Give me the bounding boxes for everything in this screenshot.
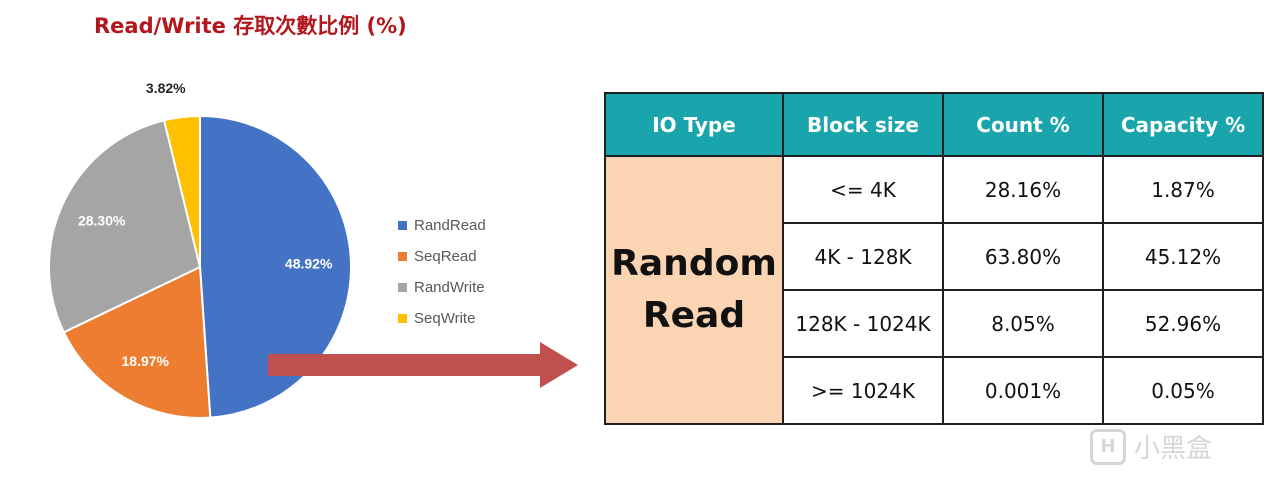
capacity-cell: 0.05% [1102, 356, 1264, 425]
legend-swatch [398, 221, 407, 230]
legend-item-seqread: SeqRead [398, 241, 486, 272]
pie-slice-seqwrite [162, 114, 201, 268]
legend-swatch [398, 252, 407, 261]
table-row: 128K - 1024K 8.05% 52.96% [605, 289, 1264, 358]
block-size-cell: >= 1024K [782, 356, 944, 425]
column-header: Count % [942, 92, 1104, 157]
capacity-cell: 52.96% [1102, 289, 1264, 358]
legend-swatch [398, 283, 407, 292]
legend-label: RandWrite [414, 279, 485, 296]
data-label: 18.97% [122, 353, 170, 369]
count-cell: 0.001% [942, 356, 1104, 425]
watermark: H 小黑盒 [1090, 428, 1212, 465]
block-size-cell: <= 4K [782, 155, 944, 224]
legend-label: SeqRead [414, 248, 477, 265]
brand-logo-icon: H [1090, 428, 1126, 465]
pie-chart: 48.92% 18.97% 28.30% 3.82% [48, 80, 352, 419]
legend-label: SeqWrite [414, 310, 476, 327]
table-row: 4K - 128K 63.80% 45.12% [605, 222, 1264, 291]
block-size-cell: 128K - 1024K [782, 289, 944, 358]
pie-slice-randwrite [48, 119, 202, 334]
legend-item-randread: RandRead [398, 210, 486, 241]
data-label: 3.82% [146, 80, 186, 96]
capacity-cell: 1.87% [1102, 155, 1264, 224]
block-size-cell: 4K - 128K [782, 222, 944, 291]
legend-label: RandRead [414, 217, 486, 234]
column-header: IO Type [604, 92, 784, 157]
pie-slice-seqread [62, 265, 212, 419]
data-label: 28.30% [78, 213, 126, 229]
count-cell: 28.16% [942, 155, 1104, 224]
column-header: Capacity % [1102, 92, 1264, 157]
chart-title: Read/Write 存取次數比例 (%) [94, 14, 407, 38]
capacity-cell: 45.12% [1102, 222, 1264, 291]
column-header: Block size [782, 92, 944, 157]
legend-swatch [398, 314, 407, 323]
legend-item-seqwrite: SeqWrite [398, 303, 486, 334]
count-cell: 8.05% [942, 289, 1104, 358]
watermark-text: 小黑盒 [1134, 434, 1213, 464]
right-arrow-icon [268, 342, 578, 388]
chart-legend: RandRead SeqRead RandWrite SeqWrite [398, 210, 486, 334]
data-label: 48.92% [285, 255, 333, 271]
count-cell: 63.80% [942, 222, 1104, 291]
io-table: IO Type Block size Count % Capacity % Ra… [604, 92, 1264, 425]
table-header-row: IO Type Block size Count % Capacity % [604, 92, 1264, 157]
pie-slice-randread [199, 114, 352, 419]
table-row: >= 1024K 0.001% 0.05% [605, 356, 1264, 425]
legend-item-randwrite: RandWrite [398, 272, 486, 303]
